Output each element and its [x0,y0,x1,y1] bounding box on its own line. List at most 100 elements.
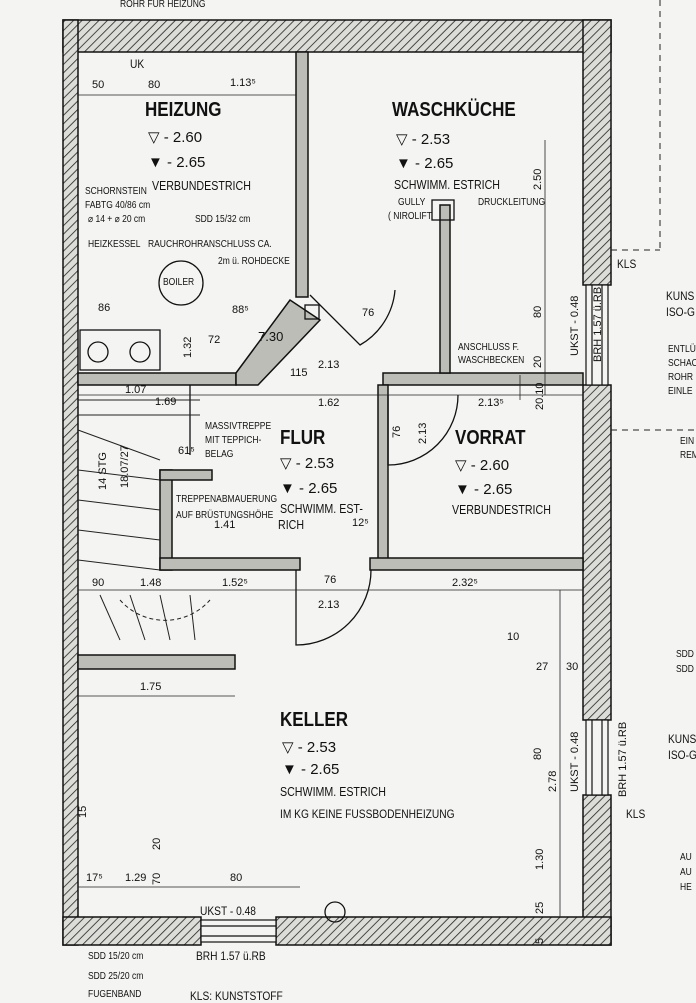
entlueftung-label-1: ENTLÜ [668,344,696,355]
boiler-label: BOILER [163,277,195,288]
sdd-right-label-2: SDD [676,664,694,675]
dimension-label: 2.13 [318,599,340,611]
filled-triangle-icon: ▼ [396,155,411,172]
au-label-2: AU [680,867,692,878]
level-floor-waschkueche: ▼ - 2.65 [396,155,454,172]
dimension-label: 76 [362,307,375,319]
dimension-label: 86 [98,302,111,314]
kunst-label-2b: ISO-G [668,748,696,762]
level-top-heizung: ▽ - 2.60 [148,129,203,146]
brh-label-2: BRH 1.57 ü.RB [617,721,629,797]
gully-label-1: GULLY [398,197,426,208]
open-triangle-icon: ▽ [455,457,467,474]
druckleitung-label: DRUCKLEITUNG [478,197,546,208]
windows [200,284,609,943]
anschluss-label-1: ANSCHLUSS F. [458,342,519,353]
ukst-label-2: UKST - 0.48 [569,731,581,792]
level-top-waschkueche: ▽ - 2.53 [396,131,451,148]
utilities [79,199,455,923]
dimension-label: 80 [230,872,243,884]
dimension-label: 1.32 [182,336,194,358]
uk-label: UK [130,57,145,71]
dimension-label: 76 [324,574,337,586]
kls-bottom-label: KLS: KUNSTSTOFF [190,989,283,1003]
massivtreppe-label-2: MIT TEPPICH- [205,435,262,446]
dimension-label: 50 [92,79,105,91]
floor-type-vorrat: VERBUNDESTRICH [452,502,551,517]
dimension-label: 1.41 [214,519,236,531]
kunst-label-1a: KUNS [666,289,695,303]
sdd-right-label-1: SDD [676,649,694,660]
au-label-1: AU [680,852,692,863]
entlueftung-label-4: EINLE [668,386,693,397]
keller-heating-note: IM KG KEINE FUSSBODENHEIZUNG [280,807,455,821]
dimension-label: 1.07 [125,384,147,396]
dimension-label: 2.32⁵ [452,577,478,589]
dimension-label: 80 [532,305,544,318]
filled-triangle-icon: ▼ [455,481,470,498]
dimension-label: 15 [77,805,89,818]
open-triangle-icon: ▽ [282,739,294,756]
dimension-label: 1.75 [140,681,162,693]
floor-type-flur-1: SCHWIMM. EST- [280,501,363,516]
ukst-label-3: UKST - 0.48 [200,904,256,918]
dimension-label: 20 [151,837,163,850]
dimension-label: 80 [148,79,161,91]
ein-label-2: REM [680,450,696,461]
fugenband-label: FUGENBAND [88,989,142,1000]
massivtreppe-label-3: BELAG [205,449,234,460]
outside-dashed-lines [611,0,696,431]
dimension-label: 7.30 [258,329,284,344]
entlueftung-label-2: SCHAC [668,358,696,369]
kunst-label-1b: ISO-G [666,305,695,319]
floor-type-waschkueche: SCHWIMM. ESTRICH [394,177,501,192]
room-name-keller: KELLER [280,709,348,731]
dimension-label: 90 [92,577,105,589]
level-top-keller: ▽ - 2.53 [282,739,337,756]
level-floor-flur: ▼ - 2.65 [280,480,338,497]
dimension-label: 2.50 [532,168,544,190]
floor-type-keller: SCHWIMM. ESTRICH [280,784,387,799]
room-name-waschkueche: WASCHKÜCHE [392,99,516,121]
dimension-label: 27 [536,661,549,673]
open-triangle-icon: ▽ [148,129,160,146]
filled-triangle-icon: ▼ [280,480,295,497]
au-label-3: HE [680,882,692,893]
floor-type-flur-2: RICH [278,517,305,532]
dimension-label: 1.13⁵ [230,77,256,89]
sdd-heizung-label: SDD 15/32 cm [195,214,251,225]
level-floor-keller: ▼ - 2.65 [282,761,340,778]
sdd-bottom-label-2: SDD 25/20 cm [88,971,144,982]
dimension-label: 1.69 [155,396,177,408]
gully-label-2: ( NIROLIFT [388,211,432,222]
room-name-heizung: HEIZUNG [145,99,222,121]
heizkessel-label: HEIZKESSEL [88,239,141,250]
outer-walls [62,19,612,946]
dimension-label: 12⁵ [352,517,369,529]
dimension-label: 88⁵ [232,304,249,316]
dimension-label: 2.13 [318,359,340,371]
brh-label-3: BRH 1.57 ü.RB [196,949,266,963]
brh-label-1: BRH 1.57 ü.RB [592,286,604,362]
rauchrohr-label-1: RAUCHROHRANSCHLUSS CA. [148,239,272,250]
open-triangle-icon: ▽ [280,455,292,472]
dimension-label: 1.48 [140,577,162,589]
room-name-vorrat: VORRAT [455,427,526,449]
dimension-label: 80 [532,747,544,760]
massivtreppe-label-1: MASSIVTREPPE [205,421,272,432]
floor-type-heizung: VERBUNDESTRICH [152,178,251,193]
dimension-label: 72 [208,334,221,346]
schornstein-label-2: FABTG 40/86 cm [85,200,151,211]
kunst-label-2a: KUNS [668,732,696,746]
filled-triangle-icon: ▼ [148,154,163,171]
dimension-label: 1.29 [125,872,147,884]
level-top-vorrat: ▽ - 2.60 [455,457,510,474]
treppenabmauerung-label-1: TREPPENABMAUERUNG [176,494,278,505]
schornstein-label-1: SCHORNSTEIN [85,186,147,197]
level-floor-heizung: ▼ - 2.65 [148,154,206,171]
dimension-label: 5 [534,937,546,944]
dimension-label: 2.13 [417,422,429,444]
ukst-label-1: UKST - 0.48 [569,295,581,356]
level-floor-vorrat: ▼ - 2.65 [455,481,513,498]
